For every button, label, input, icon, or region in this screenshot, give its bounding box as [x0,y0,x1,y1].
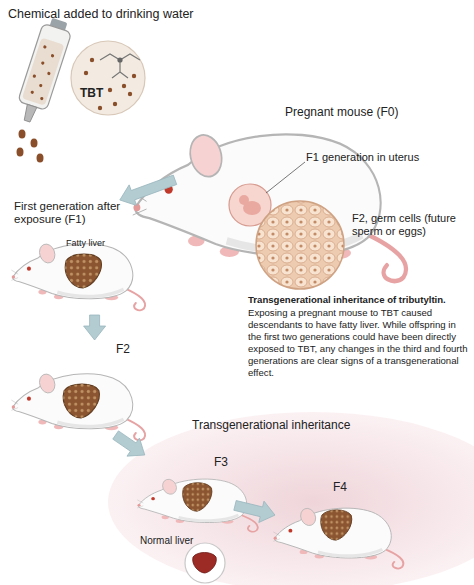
caption-heading: Transgenerational inheritance of tributy… [248,294,468,306]
chemical-particle [39,84,43,88]
annotation-label: Exposing a pregnant mouse to TBT caused … [248,307,468,379]
node-label: F3 [214,455,228,470]
mouse-figure: Pregnant mouse (F0) [175,100,420,290]
band-outline [108,410,474,585]
node-label: TBT [80,86,103,101]
embryo [243,201,261,215]
bottle-nozzle [22,104,36,122]
embryo-head [239,195,249,205]
water-bottle [13,16,74,126]
mouse-figure: F4 [275,480,410,570]
germ-cell-view [256,201,344,289]
node-label: F4 [333,480,347,495]
mouse-figure: F2 [12,340,152,435]
bubble-circle [71,41,145,115]
water-drop [19,130,26,139]
fatty-liver [63,384,99,418]
f2-mouse [11,372,145,440]
node-label: Pregnant mouse (F0) [285,105,398,120]
bubble-outline [70,40,146,116]
node-label: First generation after exposure (F1) [14,200,124,226]
mouse-figure: F3 [140,455,235,545]
generation-arrow [120,175,177,205]
chemical-particle [40,97,44,101]
band-ellipse [108,412,474,585]
generation-arrow [113,431,145,456]
node-label: F2 [116,342,130,357]
inheritance-band: Transgenerational inheritanceF3F4 [108,410,474,585]
water-drop [37,154,44,163]
mouse-figure: First generation after exposure (F1) [12,200,152,315]
annotation-label: Fatty liver [66,238,105,249]
title-text: Chemical added to drinking water [8,6,194,22]
bottle-body [18,23,72,110]
generation-arrow [84,315,106,340]
chemical-particle [43,45,47,49]
leader-line [266,162,305,193]
chemical-particle [47,71,51,75]
f1-mouse [11,242,145,310]
chemical-particle [30,90,34,94]
uterus-view [229,184,271,226]
chemical-particle [51,54,55,58]
annotation-label: F1 generation in uterus [306,150,419,164]
chemical-particle [41,61,45,65]
node-label: Transgenerational inheritance [192,418,350,433]
water-drop [31,139,38,148]
fatty-liver [65,254,101,288]
chemical-particle [32,74,36,78]
annotation-label: Normal liver [140,534,193,547]
bottle-liquid [22,38,65,106]
chemical-bubble: TBT [70,40,146,116]
water-drop [17,148,24,157]
annotation-label: F2, germ cells (future sperm or eggs) [352,212,470,238]
